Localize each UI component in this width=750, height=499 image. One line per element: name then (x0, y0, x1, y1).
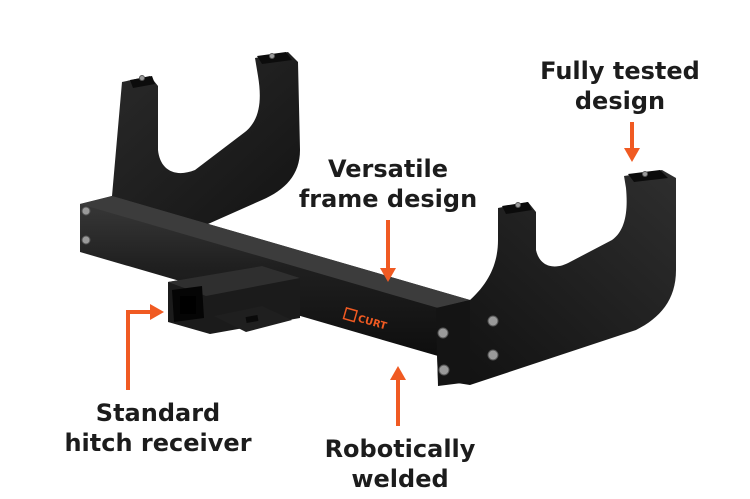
callout-line: Fully tested (540, 57, 700, 85)
callout-line: welded (351, 465, 449, 493)
callout-line: frame design (298, 185, 478, 213)
left-mounting-bracket (80, 52, 300, 252)
right-mounting-bracket (436, 170, 676, 385)
callout-line: Standard (95, 399, 221, 427)
callout-fully-tested-design: Fully tested design (520, 56, 720, 116)
callout-line: hitch receiver (64, 429, 252, 457)
arrow-receiver (126, 310, 152, 390)
mounting-bolts (81, 53, 648, 376)
callout-line: Robotically (324, 435, 476, 463)
callout-arrows (126, 122, 640, 426)
callout-versatile-frame-design: Versatile frame design (288, 154, 488, 214)
callout-standard-hitch-receiver: Standard hitch receiver (58, 398, 258, 458)
callout-line: design (574, 87, 666, 115)
callout-robotically-welded: Robotically welded (300, 434, 500, 494)
callout-line: Versatile (327, 155, 449, 183)
